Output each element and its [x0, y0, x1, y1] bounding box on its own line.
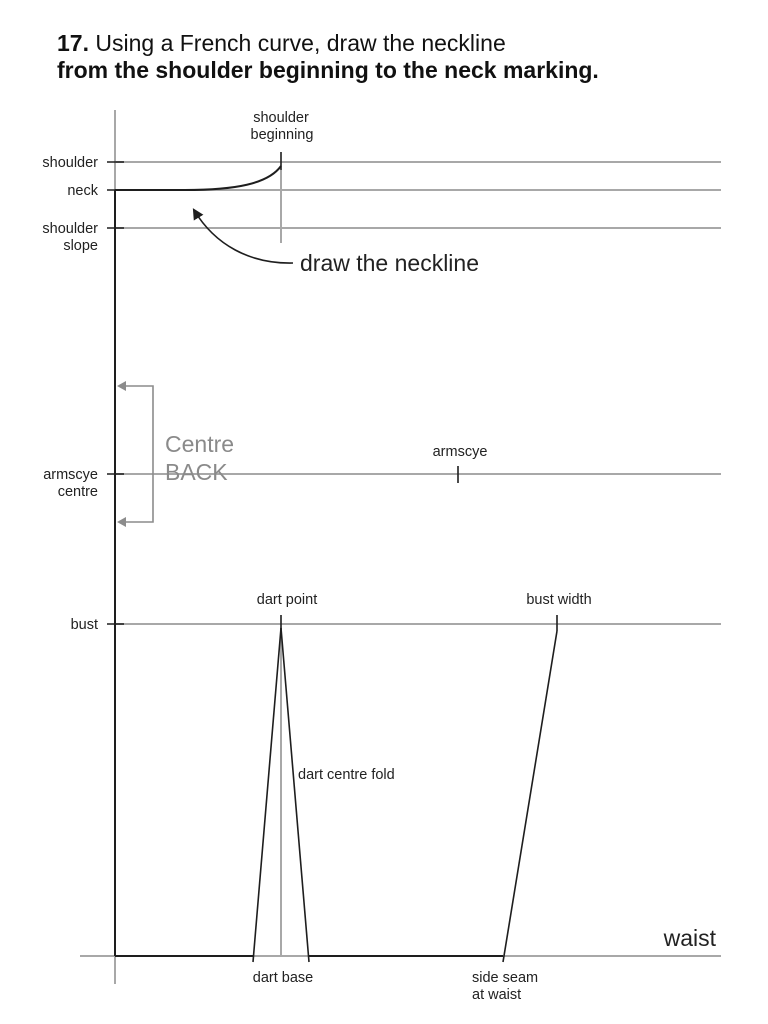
label-dart-base: dart base — [253, 970, 313, 986]
centre-back-arrow-up — [117, 381, 126, 391]
label-armscye-centre-1: armscye — [43, 467, 98, 483]
instruction-line-2: from the shoulder beginning to the neck … — [57, 57, 599, 83]
neckline-arrow — [192, 208, 294, 264]
label-shoulder-slope-1: shoulder — [42, 221, 98, 237]
label-bust: bust — [71, 617, 98, 633]
label-waist: waist — [663, 925, 717, 951]
side-seam-line — [502, 630, 558, 963]
label-side-seam-1: side seam — [472, 970, 538, 986]
label-armscye-centre-2: centre — [58, 484, 98, 500]
label-armscye: armscye — [433, 444, 488, 460]
label-shoulder-beginning-1: shoulder — [253, 110, 309, 126]
label-centre-back-1: Centre — [165, 431, 234, 457]
neckline-curve — [115, 165, 282, 191]
label-shoulder-beginning-2: beginning — [251, 127, 314, 143]
instruction-text: 17. Using a French curve, draw the neckl… — [57, 30, 599, 84]
centre-back-arrow-down — [117, 517, 126, 527]
instruction-line-1: Using a French curve, draw the neckline — [88, 30, 506, 56]
label-shoulder: shoulder — [42, 155, 98, 171]
dart-leg-left — [252, 627, 282, 963]
label-shoulder-slope-2: slope — [63, 238, 98, 254]
label-draw-the-neckline: draw the neckline — [300, 250, 479, 276]
step-number: 17. — [57, 30, 89, 56]
centre-back-bracket — [120, 385, 154, 523]
label-neck: neck — [67, 183, 98, 199]
label-centre-back-2: BACK — [165, 459, 228, 485]
label-bust-width: bust width — [526, 592, 591, 608]
label-dart-centre-fold: dart centre fold — [298, 767, 395, 783]
label-dart-point: dart point — [257, 592, 317, 608]
label-side-seam-2: at waist — [472, 987, 521, 1003]
dart-leg-right — [280, 627, 310, 963]
